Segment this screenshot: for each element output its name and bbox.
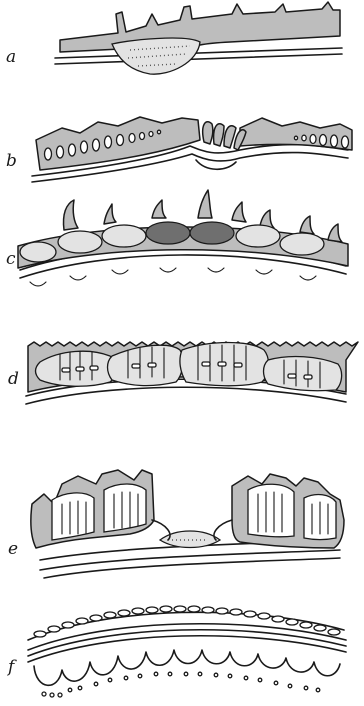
panel-b-notch: [196, 160, 236, 169]
panel-b-processes: [203, 122, 246, 150]
panel-label-b: b: [6, 151, 17, 171]
panel-label-d: d: [8, 369, 19, 389]
panel-a-membrane-lower: [55, 54, 342, 64]
panel-a: a: [6, 2, 342, 74]
panel-e-membrane-base: [44, 558, 340, 578]
panel-d: d: [8, 342, 358, 404]
panel-label-a: a: [6, 47, 16, 67]
panel-f-cell-chain: [34, 606, 340, 637]
panel-e-cell-left-1: [52, 493, 94, 540]
panel-e-cell-right-1: [248, 484, 294, 537]
panel-e-cell-left-2: [104, 484, 146, 532]
panel-f-layer-3: [28, 636, 346, 662]
panel-f-scallops: [34, 650, 340, 685]
panel-label-f: f: [6, 657, 17, 677]
panel-c: c: [6, 190, 348, 286]
panel-label-c: c: [6, 249, 16, 269]
panel-e: e: [8, 470, 344, 578]
panel-f: f: [6, 606, 346, 697]
panel-label-e: e: [8, 539, 18, 559]
panel-b: b: [6, 117, 352, 182]
panel-c-bumps: [30, 268, 316, 286]
